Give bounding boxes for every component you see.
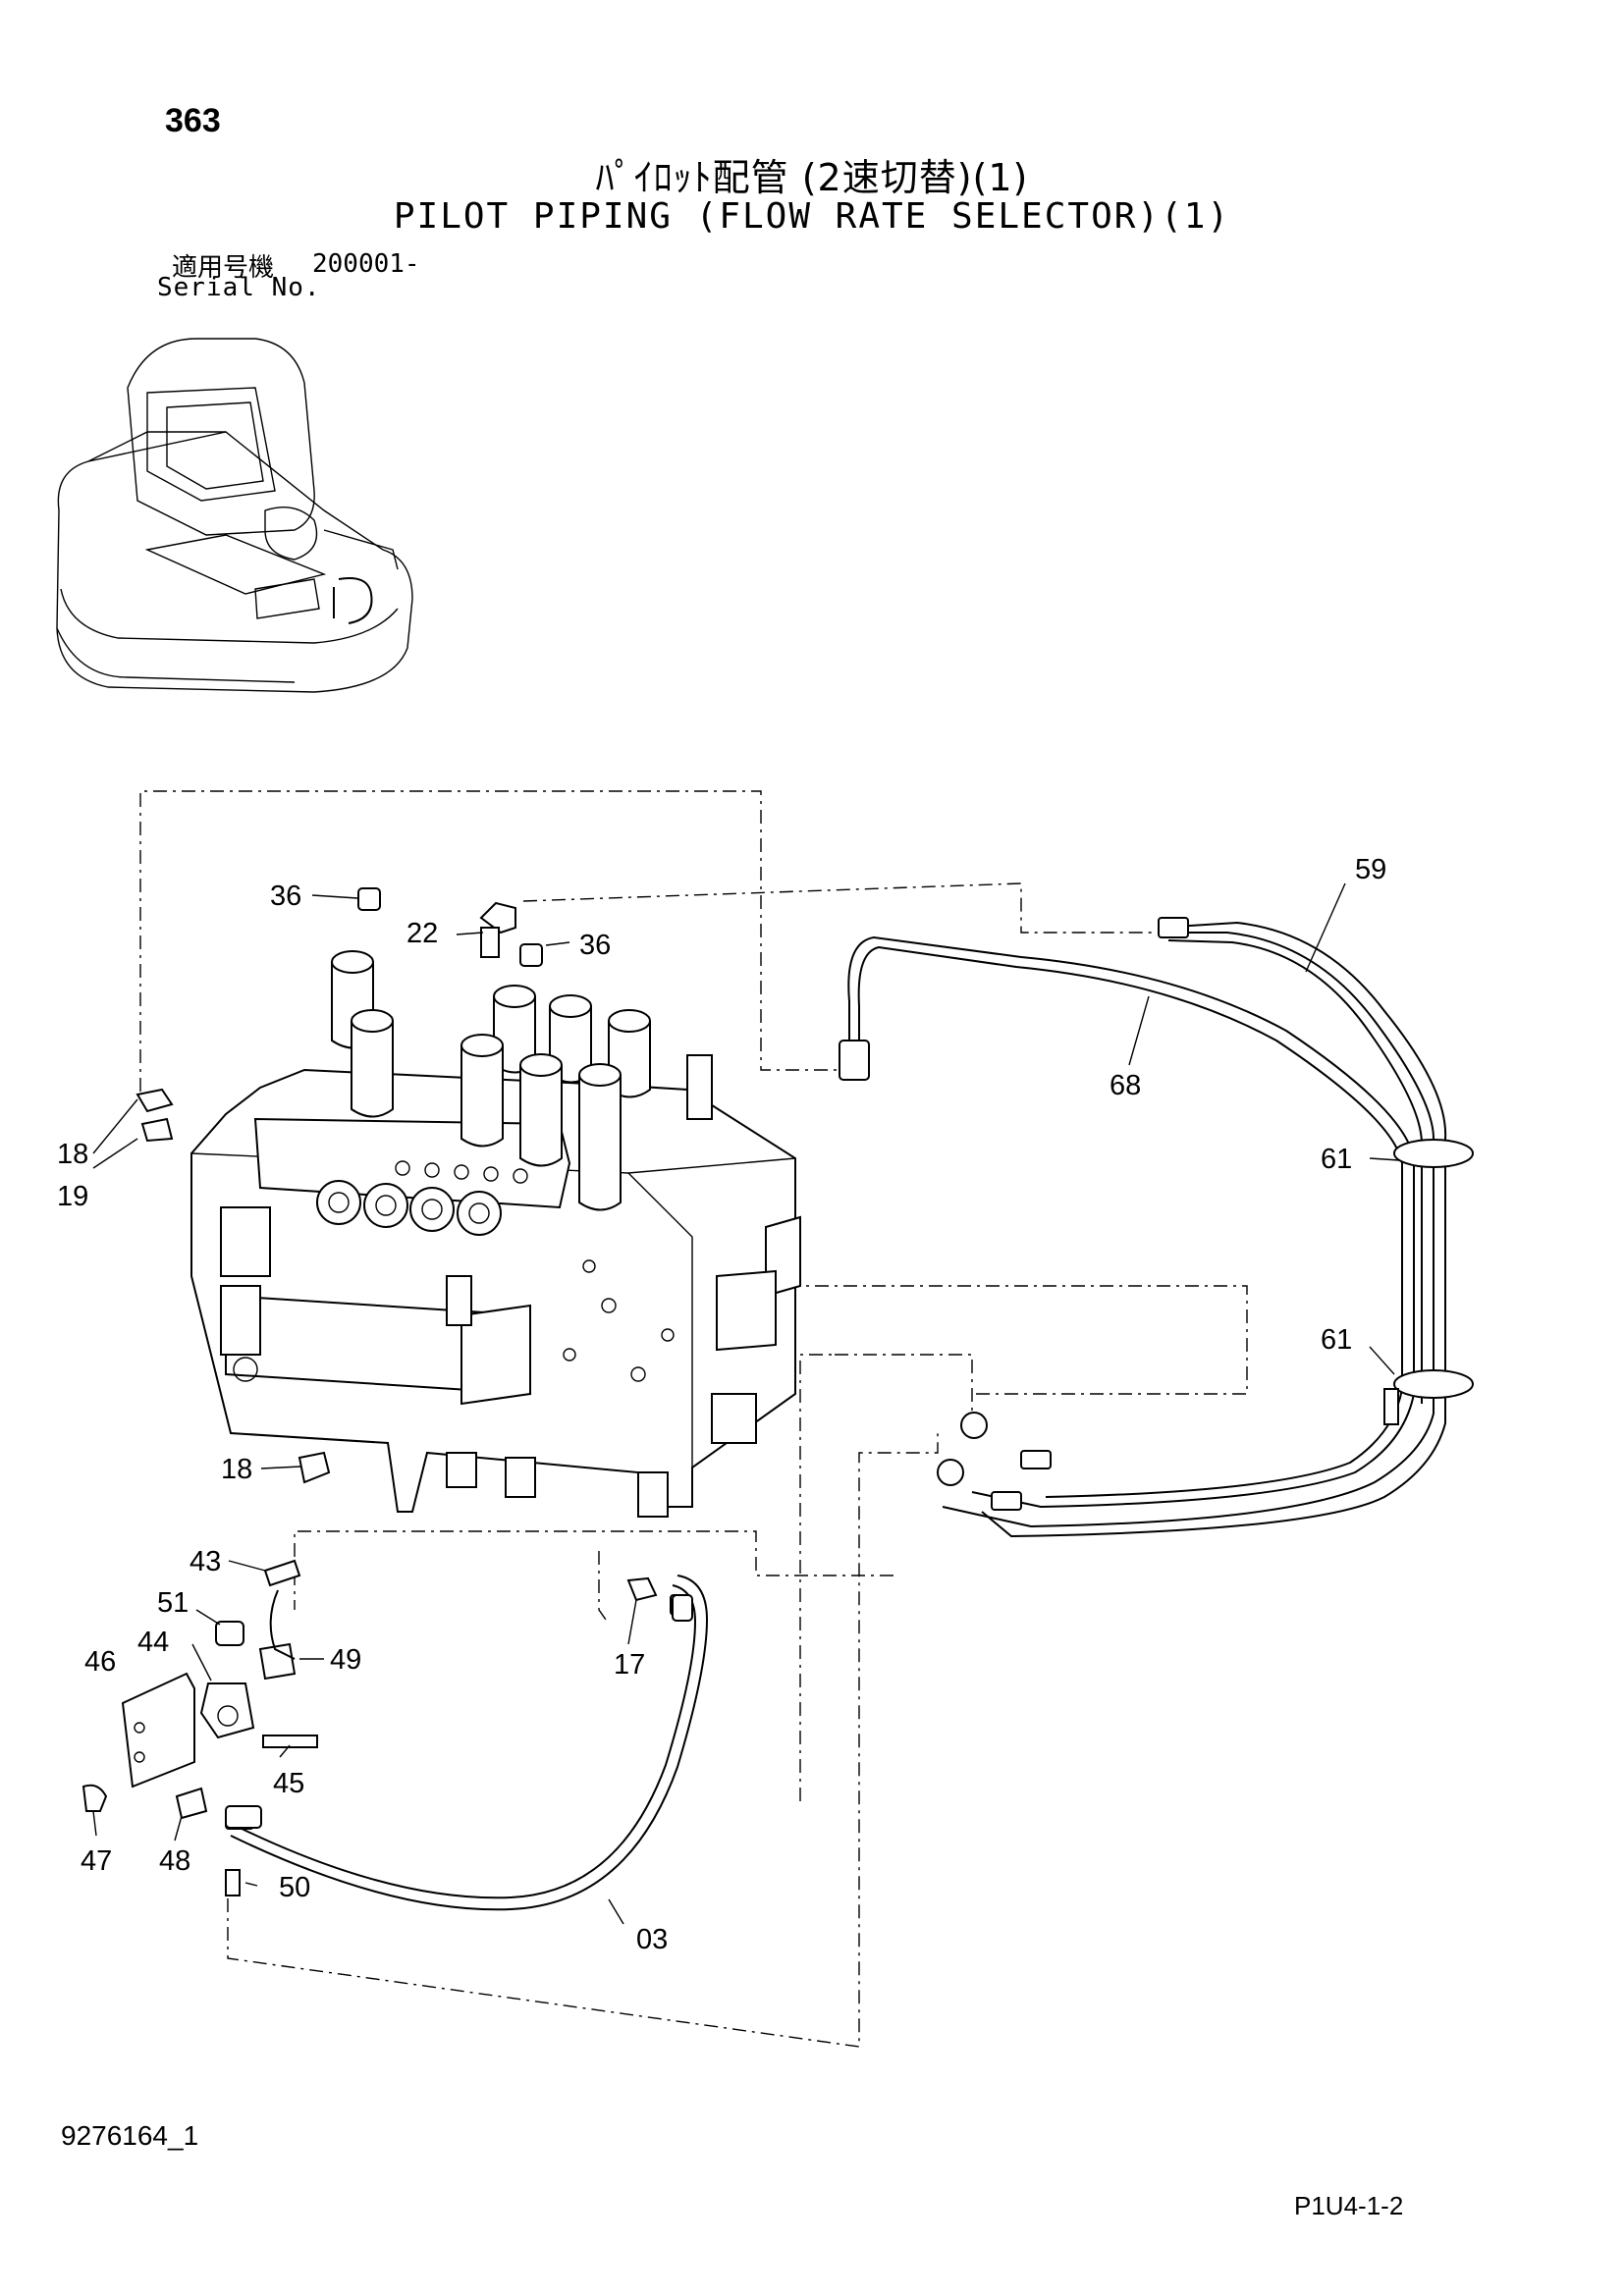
callout-labels: 36 22 36 59 68 18 19 61 61 18 43 51 44 4… (57, 854, 1386, 1955)
excavator-overview-image (56, 338, 413, 693)
callout-61-bottom: 61 (1321, 1324, 1352, 1356)
serial-label: Serial No. (157, 273, 321, 302)
serial-label-japanese: 適用号機 (172, 253, 275, 283)
callout-45: 45 (273, 1768, 304, 1799)
callout-leaders (92, 882, 1400, 1925)
document-number: 9276164_1 (61, 2120, 199, 2151)
callout-61-top: 61 (1321, 1144, 1352, 1175)
callout-49: 49 (330, 1644, 361, 1676)
callout-36-right: 36 (579, 930, 611, 961)
callout-03: 03 (636, 1924, 668, 1955)
page-code: P1U4-1-2 (1294, 2191, 1404, 2220)
callout-51: 51 (157, 1587, 189, 1619)
callout-18-bottom: 18 (221, 1454, 252, 1485)
control-valve-assembly (190, 950, 801, 1518)
callout-46: 46 (84, 1646, 116, 1678)
serial-range: 200001- (312, 249, 420, 279)
callout-44: 44 (137, 1627, 169, 1658)
callout-68: 68 (1110, 1070, 1141, 1101)
callout-22: 22 (406, 918, 438, 949)
callout-43: 43 (189, 1546, 221, 1577)
hoses (225, 917, 1474, 1911)
callout-50: 50 (279, 1872, 310, 1903)
callout-18-top: 18 (57, 1139, 88, 1170)
callout-17: 17 (614, 1649, 645, 1681)
page-number: 363 (165, 102, 221, 139)
callout-59: 59 (1355, 854, 1386, 885)
page-title-japanese: ﾊﾟｲﾛｯﾄ配管 (2速切替)(1) (595, 156, 1029, 199)
page-title: PILOT PIPING (FLOW RATE SELECTOR)(1) (393, 196, 1231, 237)
callout-19: 19 (57, 1181, 88, 1212)
callout-47: 47 (81, 1845, 112, 1877)
callout-48: 48 (159, 1845, 190, 1877)
callout-36-top: 36 (270, 881, 301, 912)
